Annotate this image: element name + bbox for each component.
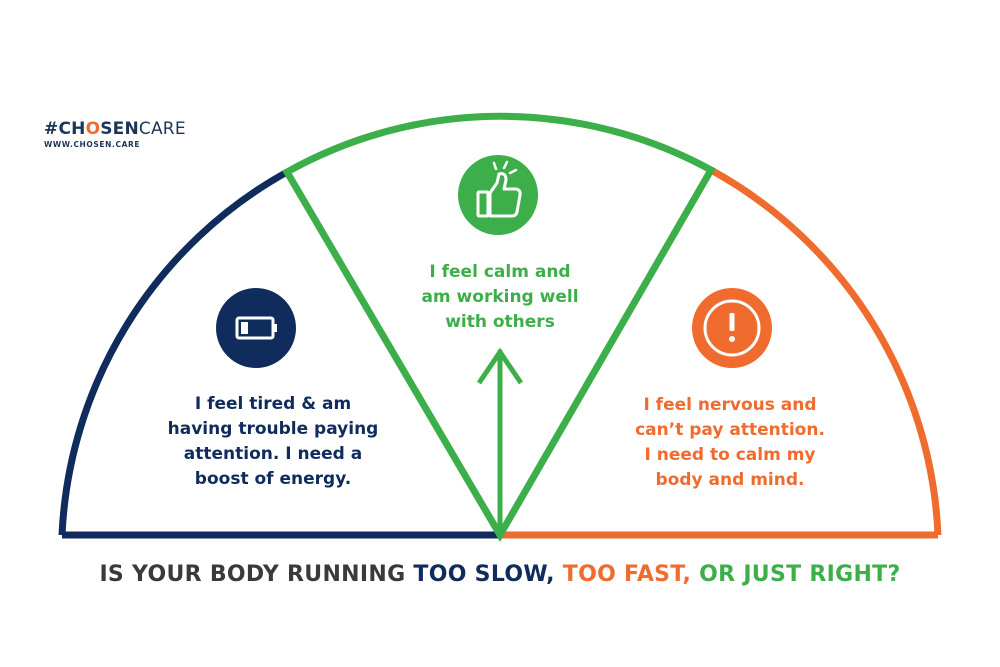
- question-heading: IS YOUR BODY RUNNING TOO SLOW, TOO FAST,…: [99, 562, 901, 587]
- exclamation-icon: [692, 288, 772, 368]
- battery-low-icon: [216, 288, 296, 368]
- thumbs-up-icon: [458, 155, 538, 235]
- too-slow-label: TOO SLOW,: [413, 562, 555, 587]
- just-right-label: JUST RIGHT?: [743, 562, 901, 587]
- right-zone-text: I feel calm and am working well with oth…: [421, 262, 579, 332]
- fast-zone-arc: [709, 166, 942, 536]
- too-fast-label: TOO FAST,: [562, 562, 692, 587]
- pointer-arrow: [476, 347, 524, 533]
- slow-zone-arc: [58, 168, 289, 536]
- chosen-care-logo: #CHOSENCARE WWW.CHOSEN.CARE: [44, 121, 186, 149]
- right-zone-wedge: [282, 112, 716, 542]
- fast-zone-text: I feel nervous and can’t pay attention. …: [635, 395, 825, 490]
- logo-url: WWW.CHOSEN.CARE: [44, 140, 141, 149]
- logo-wordmark: #CHOSENCARE: [44, 119, 186, 139]
- slow-zone-text: I feel tired & am having trouble paying …: [167, 394, 379, 489]
